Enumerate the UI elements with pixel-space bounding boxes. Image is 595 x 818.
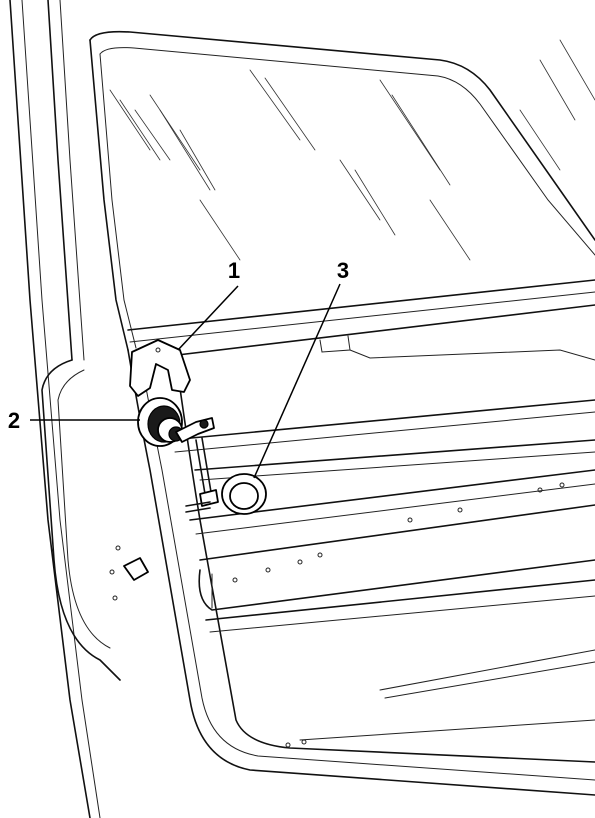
leader-3 <box>253 283 341 479</box>
leader-lines <box>30 283 341 479</box>
belt-line <box>127 279 595 361</box>
window-glass <box>109 39 595 261</box>
leader-1 <box>177 285 239 351</box>
callout-2: 2 <box>8 408 20 433</box>
lock-seal-gasket <box>221 473 267 515</box>
lock-cylinder <box>137 397 219 513</box>
callout-1: 1 <box>228 258 240 283</box>
lock-retainer-clip <box>129 339 191 397</box>
callout-3: 3 <box>337 258 349 283</box>
inner-panel <box>109 399 595 748</box>
